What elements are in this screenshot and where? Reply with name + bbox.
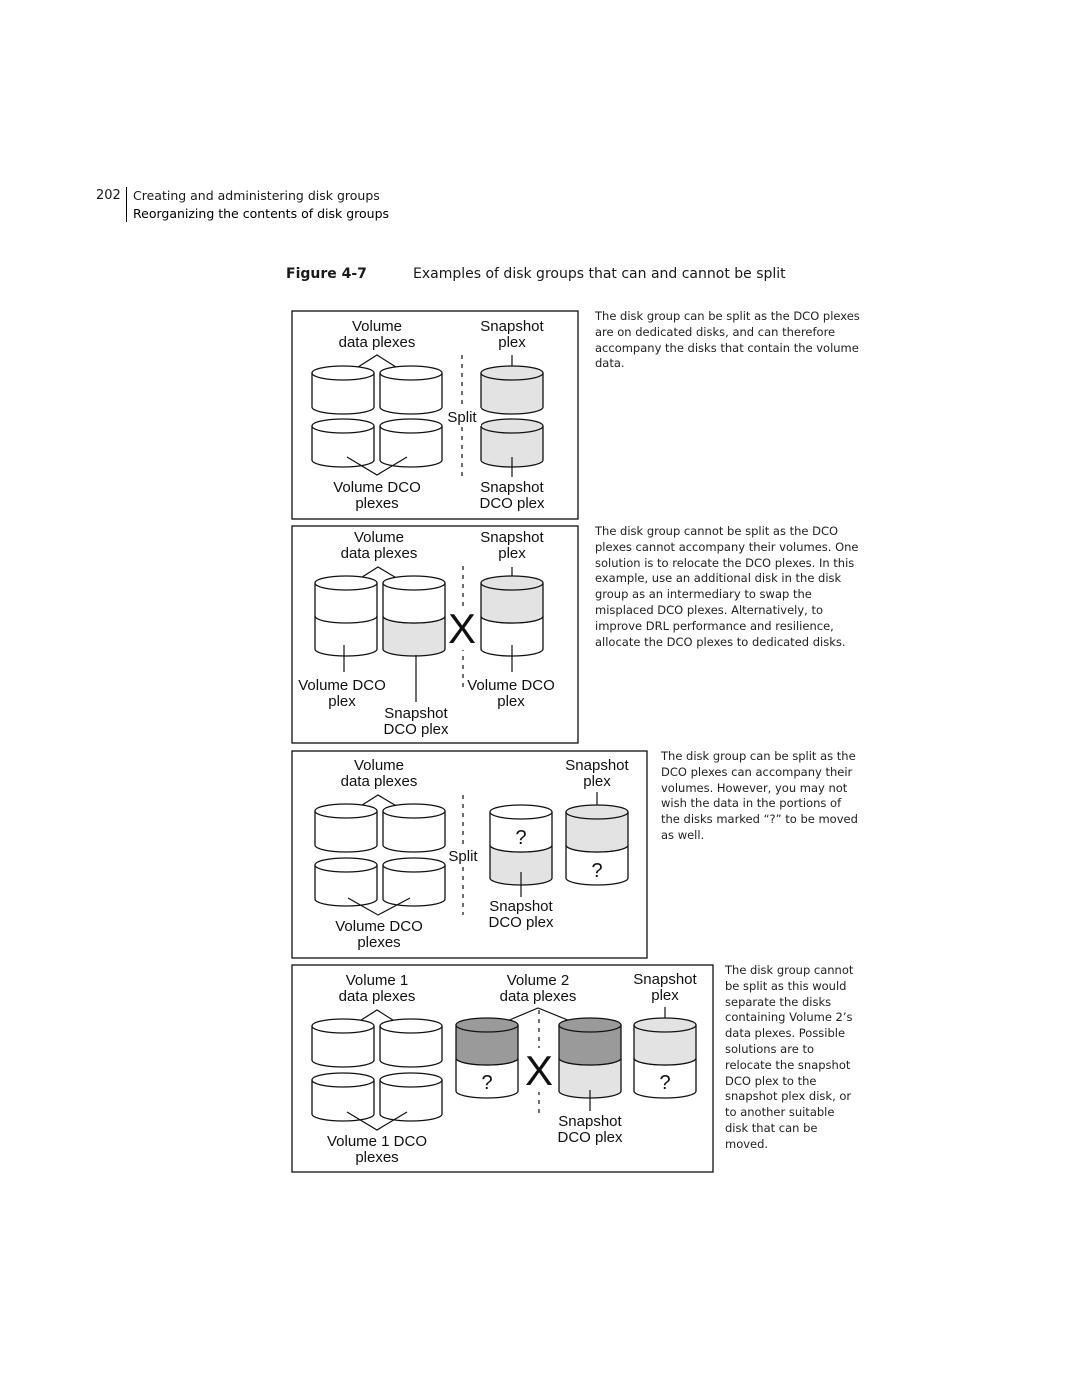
- p1-snapshot-label: Snapshot: [480, 318, 544, 335]
- p1-plex-label: plex: [498, 334, 526, 351]
- p3-dco-plex-label: DCO plex: [488, 914, 554, 931]
- panel-2-frame: [291, 525, 579, 744]
- panel-1-caption: The disk group can be split as the DCO p…: [595, 309, 860, 371]
- p1-disk-2: [379, 365, 443, 415]
- panel-3: Volume data plexes Snapshot plex Split ?…: [291, 750, 648, 959]
- p3-plexes-label: plexes: [357, 934, 400, 951]
- section-title: Reorganizing the contents of disk groups: [133, 206, 390, 221]
- p2-snapshot-label: Snapshot: [480, 529, 544, 546]
- p1-dco-disk-1: [311, 418, 375, 468]
- p2-volume-dco-label: Volume DCO: [298, 677, 386, 694]
- p3-question-mark-a: ?: [515, 827, 526, 849]
- p3-disk-2: [382, 803, 446, 853]
- p1-snapshot-disk: [480, 365, 544, 415]
- panel-1-frame: [291, 310, 579, 520]
- p3-dco-disk-2: [382, 857, 446, 907]
- p4-plexes-label: plexes: [355, 1149, 398, 1166]
- p4-snapshot-dco-label: Snapshot: [558, 1113, 622, 1130]
- p3-dco-disk-1: [314, 857, 378, 907]
- panel-1: Volume data plexes Snapshot plex Split V…: [291, 310, 579, 520]
- p1-volume-label: Volume: [352, 318, 402, 335]
- p4-question-mark-a: ?: [481, 1072, 492, 1094]
- panel-2: Volume data plexes Snapshot plex X Volum…: [291, 525, 579, 744]
- p4-snapshot-label: Snapshot: [633, 971, 697, 988]
- p4-volume2-label: Volume 2: [507, 972, 570, 989]
- p1-data-plexes-label: data plexes: [339, 334, 416, 351]
- p1-volume-dco-label: Volume DCO: [333, 479, 421, 496]
- header-divider: [126, 187, 127, 222]
- page-number: 202: [96, 188, 121, 203]
- p2-plex-label-b: plex: [497, 693, 525, 710]
- p4-dco-disk-1: [311, 1072, 375, 1122]
- p3-disk-1: [314, 803, 378, 853]
- p4-dco-disk-2: [379, 1072, 443, 1122]
- p4-volume1-data-plexes-label: data plexes: [339, 988, 416, 1005]
- p2-volume-dco-label-b: Volume DCO: [467, 677, 555, 694]
- p3-question-mark-b: ?: [591, 860, 602, 882]
- p2-plex-label: plex: [498, 545, 526, 562]
- p4-volume2-data-plexes-label: data plexes: [500, 988, 577, 1005]
- p4-disk-1: [311, 1018, 375, 1068]
- p3-split-label: Split: [448, 848, 478, 865]
- p2-disk-1: [314, 575, 378, 657]
- p4-volume2-disk-b: [558, 1017, 622, 1099]
- figure-title: Examples of disk groups that can and can…: [413, 266, 786, 282]
- p4-dco-plex-label: DCO plex: [557, 1129, 623, 1146]
- p1-split-label: Split: [447, 409, 477, 426]
- panel-2-caption: The disk group cannot be split as the DC…: [595, 524, 859, 649]
- p2-disk-2: [382, 575, 446, 657]
- p1-disk-1: [311, 365, 375, 415]
- p4-plex-label: plex: [651, 987, 679, 1004]
- chapter-title: Creating and administering disk groups: [133, 188, 380, 203]
- p2-snapshot-dco-label: Snapshot: [384, 705, 448, 722]
- p1-plexes-label: plexes: [355, 495, 398, 512]
- p3-data-plexes-label: data plexes: [341, 773, 418, 790]
- p4-volume1-label: Volume 1: [346, 972, 409, 989]
- p2-plex-label-a: plex: [328, 693, 356, 710]
- p4-disk-2: [379, 1018, 443, 1068]
- p3-volume-label: Volume: [354, 757, 404, 774]
- p3-volume-dco-label: Volume DCO: [335, 918, 423, 935]
- figure-label: Figure 4-7: [286, 266, 367, 282]
- p3-snapshot-label: Snapshot: [565, 757, 629, 774]
- panel-3-caption: The disk group can be split as the DCO p…: [661, 749, 858, 842]
- panel-4-caption: The disk group cannot be split as this w…: [725, 963, 854, 1151]
- p1-dco-disk-2: [379, 418, 443, 468]
- panel-4-frame: [291, 964, 714, 1173]
- p2-volume-label: Volume: [354, 529, 404, 546]
- panel-4: Volume 1 data plexes Volume 2 data plexe…: [291, 964, 714, 1173]
- p4-x-mark: X: [525, 1047, 553, 1094]
- p1-dco-plex-label: DCO plex: [479, 495, 545, 512]
- panel-3-frame: [291, 750, 648, 959]
- p2-dco-plex-label: DCO plex: [383, 721, 449, 738]
- p1-snapshot-dco-label: Snapshot: [480, 479, 544, 496]
- p2-data-plexes-label: data plexes: [341, 545, 418, 562]
- p2-snapshot-disk: [480, 575, 544, 657]
- p4-volume1-dco-label: Volume 1 DCO: [327, 1133, 427, 1150]
- p4-question-mark-b: ?: [659, 1072, 670, 1094]
- p3-plex-label: plex: [583, 773, 611, 790]
- p2-x-mark: X: [448, 605, 476, 652]
- p3-snapshot-dco-label: Snapshot: [489, 898, 553, 915]
